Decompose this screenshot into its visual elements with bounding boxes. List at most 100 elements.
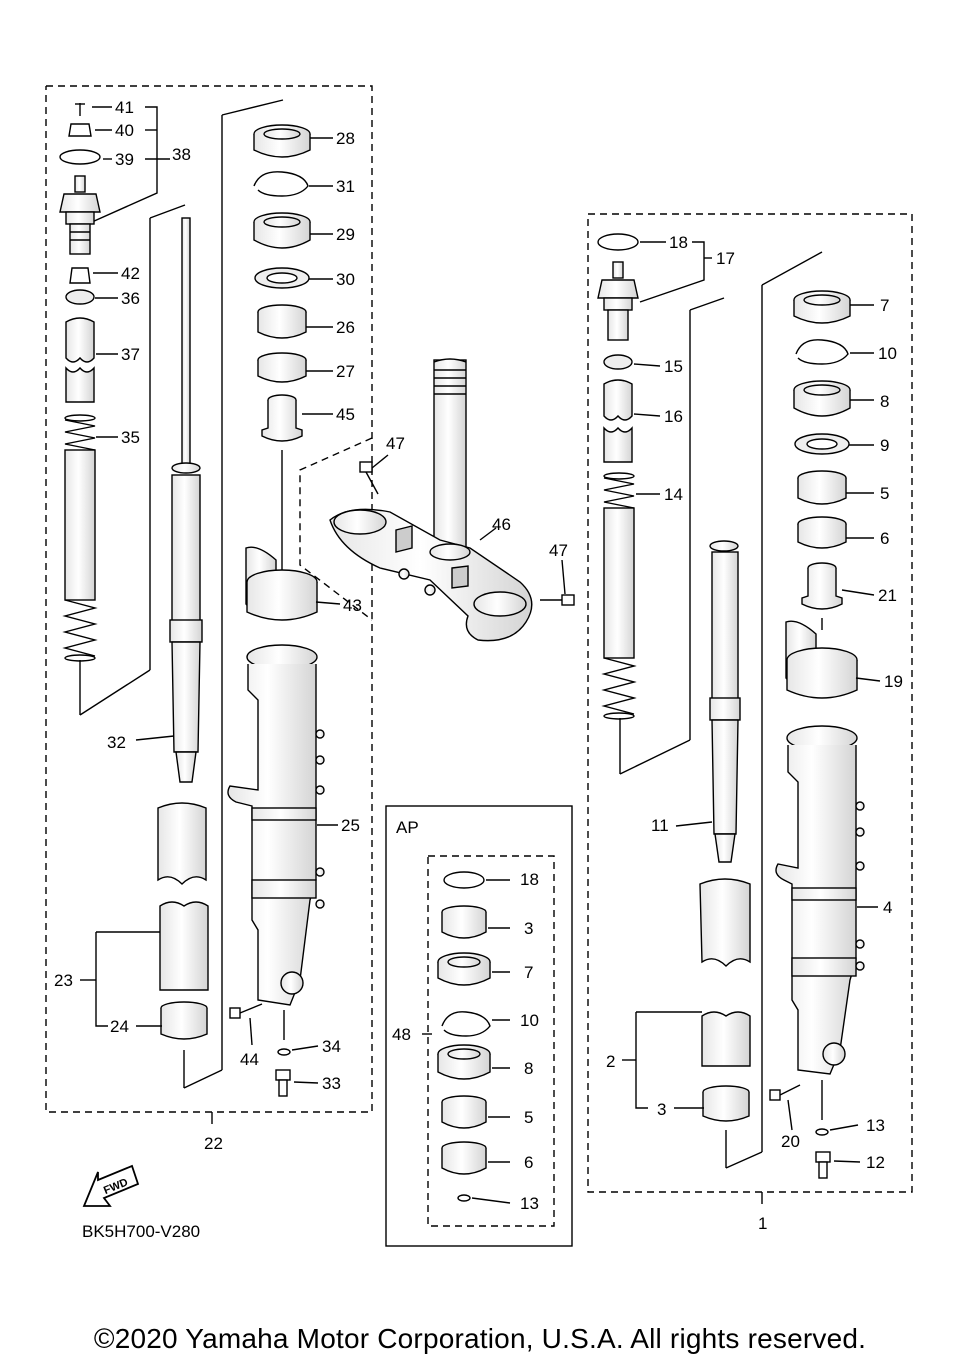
part-34-washer xyxy=(277,1048,291,1056)
triple-clamp-frame xyxy=(299,437,373,621)
callout-11: 11 xyxy=(651,816,669,835)
callout-37: 37 xyxy=(121,345,140,364)
part-27-bushing xyxy=(257,352,307,383)
ap-callout-6: 6 xyxy=(524,1153,534,1172)
callout-6: 6 xyxy=(880,529,890,548)
callout-42: 42 xyxy=(121,264,140,283)
part-40-nut xyxy=(68,123,92,137)
ap-part-5-bushing xyxy=(441,1095,487,1129)
ap-callout-10: 10 xyxy=(520,1011,539,1030)
part-35-spring xyxy=(62,414,98,662)
part-7-seal xyxy=(793,290,851,324)
part-28-seal xyxy=(253,124,311,158)
callout-21: 21 xyxy=(878,586,897,605)
part-38-cap-bolt xyxy=(59,175,101,255)
ap-part-7-seal xyxy=(437,952,491,986)
part-21-collar xyxy=(801,562,843,610)
part-25-outer-tube xyxy=(227,644,325,1006)
ap-part-18-o-ring xyxy=(443,871,485,889)
callout-38: 38 xyxy=(172,145,191,164)
part-39-o-ring xyxy=(59,149,101,165)
callout-18: 18 xyxy=(669,233,688,252)
callout-22: 22 xyxy=(204,1134,223,1153)
ap-callout-5: 5 xyxy=(524,1108,534,1127)
part-24-guide-ring xyxy=(160,1001,208,1040)
ap-kit-frame xyxy=(427,855,555,1227)
callout-45: 45 xyxy=(336,405,355,424)
part-42-nut xyxy=(69,267,91,284)
callout-3: 3 xyxy=(657,1100,667,1119)
callout-46: 46 xyxy=(492,515,511,534)
part-44-bolt xyxy=(229,1003,263,1019)
callout-9: 9 xyxy=(880,436,890,455)
callout-28: 28 xyxy=(336,129,355,148)
part-41-screw xyxy=(75,103,85,116)
callout-23: 23 xyxy=(54,971,73,990)
part-3-guide-ring xyxy=(702,1085,750,1122)
ap-kit-box xyxy=(385,805,573,1247)
ap-callout-18: 18 xyxy=(520,870,539,889)
diagram-code: BK5H700-V280 xyxy=(82,1222,201,1241)
callout-41: 41 xyxy=(115,98,134,117)
part-11-cartridge xyxy=(709,540,741,863)
callout-39: 39 xyxy=(115,150,134,169)
part-15-spring-seat xyxy=(603,354,633,370)
ap-callout-8: 8 xyxy=(524,1059,534,1078)
part-30-washer xyxy=(254,267,310,289)
part-23-bushing xyxy=(157,802,209,991)
callout-47-a: 47 xyxy=(386,434,405,453)
callout-19: 19 xyxy=(884,672,903,691)
part-16-spacer xyxy=(603,379,633,463)
part-14-spring xyxy=(601,472,637,720)
ap-part-10-clip xyxy=(441,1011,491,1037)
part-5-bushing xyxy=(797,470,847,505)
part-32-cartridge xyxy=(169,217,203,783)
ap-part-8-seal xyxy=(437,1044,491,1080)
ap-callout-3: 3 xyxy=(524,919,534,938)
callout-26: 26 xyxy=(336,318,355,337)
part-2-bushing xyxy=(699,878,751,1067)
callout-43: 43 xyxy=(343,596,362,615)
callout-17: 17 xyxy=(716,249,735,268)
ap-callout-13: 13 xyxy=(520,1194,539,1213)
part-8-seal xyxy=(793,380,851,417)
part-29-seal xyxy=(253,212,311,249)
part-17-cap-bolt xyxy=(597,261,639,341)
part-19-fork-guard xyxy=(785,620,858,699)
callout-25: 25 xyxy=(341,816,360,835)
callout-12: 12 xyxy=(866,1153,885,1172)
part-26-bushing xyxy=(257,304,307,339)
callout-1: 1 xyxy=(758,1214,768,1233)
part-45-collar xyxy=(261,394,303,442)
part-9-washer xyxy=(794,433,850,455)
right-assembly-frame xyxy=(587,213,913,1193)
part-33-bolt xyxy=(275,1069,291,1097)
part-10-clip xyxy=(795,339,849,365)
ap-part-3-bushing xyxy=(441,905,487,939)
ap-callout-7: 7 xyxy=(524,963,534,982)
callout-13: 13 xyxy=(866,1116,885,1135)
callout-5: 5 xyxy=(880,484,890,503)
callout-35: 35 xyxy=(121,428,140,447)
fwd-arrow-icon xyxy=(82,1164,140,1207)
callout-7: 7 xyxy=(880,296,890,315)
callout-32: 32 xyxy=(107,733,126,752)
ap-box-label: AP xyxy=(396,818,419,837)
callout-40: 40 xyxy=(115,121,134,140)
callout-14: 14 xyxy=(664,485,683,504)
part-47-bolt-b xyxy=(540,594,575,606)
callout-16: 16 xyxy=(664,407,683,426)
part-47-bolt xyxy=(359,461,379,495)
part-6-bushing xyxy=(797,516,847,549)
part-37-spacer xyxy=(65,317,95,403)
part-13-washer xyxy=(815,1128,829,1136)
callout-20: 20 xyxy=(781,1132,800,1151)
copyright-notice: ©2020 Yamaha Motor Corporation, U.S.A. A… xyxy=(93,1323,867,1354)
callout-27: 27 xyxy=(336,362,355,381)
callout-31: 31 xyxy=(336,177,355,196)
part-4-outer-tube xyxy=(775,725,865,1075)
callout-24: 24 xyxy=(110,1017,129,1036)
part-46-under-bracket xyxy=(329,358,533,642)
callout-8: 8 xyxy=(880,392,890,411)
callout-33: 33 xyxy=(322,1074,341,1093)
